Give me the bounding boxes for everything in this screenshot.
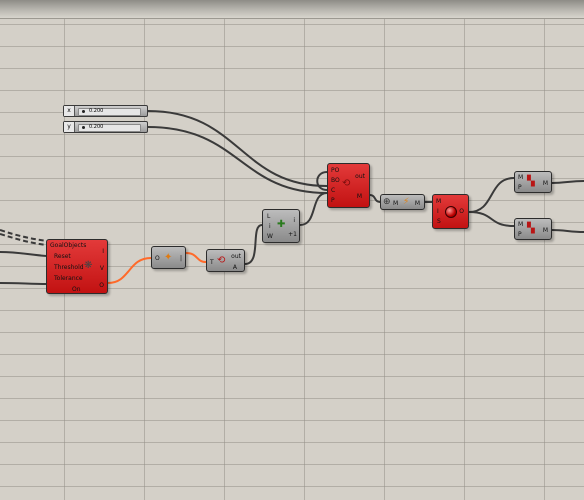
preview-top-output-m[interactable]: M bbox=[542, 180, 548, 187]
solver-output-v[interactable]: V bbox=[99, 265, 104, 272]
flatten-icon: ⊕ bbox=[383, 197, 391, 207]
preview-top-input-m[interactable]: M bbox=[518, 174, 524, 181]
slider-name-label: y bbox=[64, 122, 75, 132]
slider-track[interactable]: 0.200 bbox=[78, 108, 141, 116]
wire-offscreen-2 bbox=[0, 282, 48, 285]
wire-mapper-to-preview-top bbox=[468, 177, 515, 213]
wire-move-to-list bbox=[244, 224, 263, 265]
mapper-input-i[interactable]: I bbox=[437, 208, 439, 215]
list-output-i[interactable]: i bbox=[293, 217, 295, 224]
list-input-i[interactable]: i bbox=[269, 223, 271, 230]
slider-knob[interactable] bbox=[82, 126, 85, 129]
plane-output-marker[interactable]: | bbox=[179, 255, 182, 262]
wire-galapagos-to-flatten bbox=[369, 194, 381, 203]
list-input-l[interactable]: L bbox=[267, 213, 271, 220]
solver-input-threshold[interactable]: Threshold bbox=[54, 264, 84, 271]
wire-y-to-galapagos bbox=[147, 126, 328, 194]
list-item-icon: ✚ bbox=[277, 219, 286, 230]
wire-dashed-1 bbox=[0, 233, 48, 246]
move-input-t[interactable]: T bbox=[210, 259, 214, 266]
custom-preview-icon: ▚ bbox=[527, 223, 535, 234]
galapagos-input-c[interactable]: C bbox=[331, 187, 336, 194]
solver-input-reset[interactable]: Reset bbox=[54, 253, 71, 260]
solver-input-on[interactable]: On bbox=[72, 286, 81, 293]
wire-preview-bottom-out bbox=[551, 229, 584, 233]
mapper-input-m[interactable]: M bbox=[436, 198, 442, 205]
custom-preview-icon: ▚ bbox=[527, 176, 535, 187]
list-input-w[interactable]: W bbox=[267, 233, 273, 240]
wire-list-to-galapagos bbox=[299, 192, 328, 226]
galapagos-input-bo[interactable]: BO bbox=[331, 177, 340, 184]
move-output-a[interactable]: A bbox=[232, 264, 237, 271]
wire-offscreen-1 bbox=[0, 251, 48, 257]
list-item-component[interactable]: L i W ✚ i +1 bbox=[262, 209, 300, 243]
galapagos-component[interactable]: PO BO C P ⟲ out M bbox=[327, 163, 370, 208]
solver-output-i[interactable]: I bbox=[102, 248, 104, 255]
slider-value: 0.200 bbox=[89, 124, 104, 130]
slider-track[interactable]: 0.200 bbox=[78, 124, 141, 132]
number-slider-y[interactable]: y 0.200 bbox=[63, 121, 148, 133]
slider-name-label: x bbox=[64, 106, 75, 116]
kangaroo-solver-component[interactable]: GoalObjects Reset Threshold Tolerance On… bbox=[46, 239, 108, 294]
wire-mapper-to-preview-bottom bbox=[468, 211, 515, 227]
move-icon: ⟲ bbox=[217, 255, 226, 266]
solver-input-goalobjects[interactable]: GoalObjects bbox=[50, 242, 87, 249]
solver-output-o[interactable]: O bbox=[99, 282, 104, 289]
preview-top-input-p[interactable]: P bbox=[518, 184, 522, 191]
canvas-top-toolbar-edge bbox=[0, 0, 584, 19]
move-component[interactable]: T ⟲ out A bbox=[206, 249, 245, 272]
sphere-icon bbox=[445, 206, 457, 218]
custom-preview-component-top[interactable]: M P ▚ M bbox=[514, 171, 552, 193]
deconstruct-plane-icon: ✦ bbox=[164, 252, 173, 263]
custom-preview-component-bottom[interactable]: M P ▚ M bbox=[514, 218, 552, 240]
flatten-input-m[interactable]: M bbox=[393, 200, 399, 207]
preview-bottom-input-p[interactable]: P bbox=[518, 231, 522, 238]
flatten-graph-icon: ⚡ bbox=[403, 197, 410, 207]
slider-value: 0.200 bbox=[89, 108, 104, 114]
graph-mapper-component[interactable]: M I S O bbox=[432, 194, 469, 229]
galapagos-output-m[interactable]: M bbox=[356, 193, 362, 200]
wire-plane-to-move bbox=[185, 252, 207, 263]
wire-preview-top-out bbox=[551, 180, 584, 184]
wire-x-to-galapagos bbox=[147, 110, 328, 187]
wire-dashed-2 bbox=[0, 229, 48, 242]
wire-solver-to-plane bbox=[107, 257, 152, 284]
mapper-input-s[interactable]: S bbox=[437, 218, 441, 225]
galapagos-input-po[interactable]: PO bbox=[331, 167, 340, 174]
list-output-plus1[interactable]: +1 bbox=[288, 231, 297, 238]
slider-knob[interactable] bbox=[82, 110, 85, 113]
flatten-component[interactable]: ⊕ M ⚡ M bbox=[380, 194, 425, 210]
flatten-output-m[interactable]: M bbox=[414, 200, 420, 207]
kangaroo-solver-icon: ❋ bbox=[84, 260, 93, 271]
number-slider-x[interactable]: x 0.200 bbox=[63, 105, 148, 117]
mapper-output-o[interactable]: O bbox=[459, 208, 464, 215]
preview-bottom-output-m[interactable]: M bbox=[542, 227, 548, 234]
plane-input-o[interactable]: O bbox=[155, 255, 160, 262]
move-output-out[interactable]: out bbox=[231, 253, 241, 260]
deconstruct-plane-component[interactable]: O ✦ | bbox=[151, 246, 186, 269]
galapagos-icon: ⟲ bbox=[342, 178, 351, 189]
galapagos-output-out[interactable]: out bbox=[355, 173, 365, 180]
wire-galapagos-loop bbox=[316, 171, 328, 191]
solver-input-tolerance[interactable]: Tolerance bbox=[54, 275, 83, 282]
preview-bottom-input-m[interactable]: M bbox=[518, 221, 524, 228]
galapagos-input-p[interactable]: P bbox=[331, 197, 335, 204]
